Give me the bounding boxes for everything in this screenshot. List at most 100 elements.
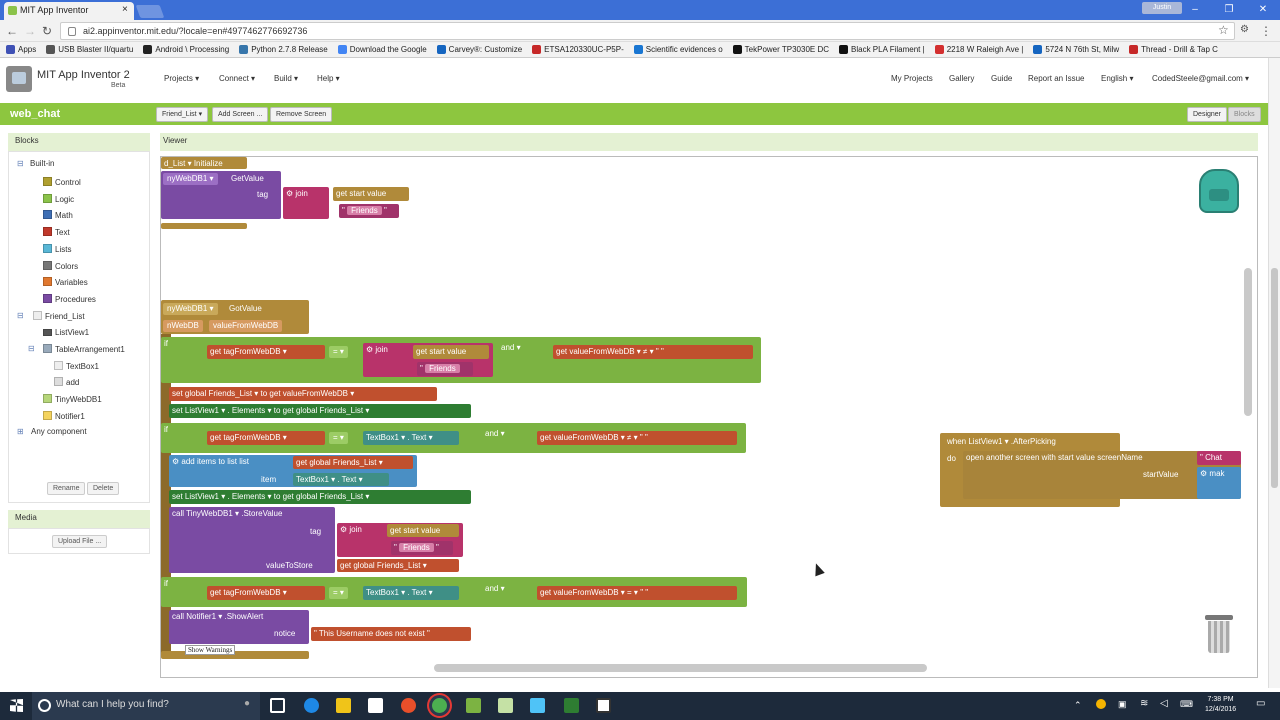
page-scrollbar[interactable]: [1268, 58, 1280, 688]
category-lists[interactable]: Lists: [43, 243, 71, 254]
get-value-block-3[interactable]: get valueFromWebDB ▾ = ▾ " ": [537, 586, 737, 600]
tree-notifier[interactable]: Notifier1: [43, 411, 85, 421]
bookmark-item[interactable]: Black PLA Filament |: [839, 42, 925, 57]
neq-operator-1[interactable]: ≠ ▾: [643, 347, 654, 356]
tree-listview[interactable]: ListView1: [43, 328, 89, 337]
new-tab-button[interactable]: [135, 5, 165, 18]
bookmark-star-icon[interactable]: ☆: [1218, 23, 1229, 37]
bookmark-item[interactable]: TekPower TP3030E DC: [732, 42, 829, 57]
add-items-gear-icon[interactable]: ⚙: [172, 457, 180, 466]
empty-text-1[interactable]: " ": [655, 347, 664, 356]
app-icon-4[interactable]: [596, 698, 611, 713]
close-window-icon[interactable]: ✕: [1258, 4, 1268, 15]
backpack-icon[interactable]: [1199, 169, 1239, 213]
bookmark-item[interactable]: ETSA120330UC-P5P-: [532, 42, 624, 57]
text-not-exist-block[interactable]: " This Username does not exist ": [311, 627, 471, 641]
join-gear-icon-3[interactable]: ⚙: [340, 525, 348, 534]
category-logic[interactable]: Logic: [43, 193, 74, 204]
join-block[interactable]: ⚙ join: [283, 187, 329, 219]
chat-text[interactable]: Chat: [1205, 453, 1222, 462]
tree-add[interactable]: add: [54, 377, 79, 387]
open-screen-block[interactable]: open another screen with start value scr…: [963, 451, 1241, 499]
collapse-table-icon[interactable]: ⊟: [28, 344, 35, 353]
volume-icon[interactable]: ◁: [1160, 698, 1168, 709]
and-operator-1[interactable]: and ▾: [501, 343, 521, 352]
get-value-block-2[interactable]: get valueFromWebDB ▾ ≠ ▾ " ": [537, 431, 737, 445]
bookmark-item[interactable]: Carvey®: Customize: [436, 42, 522, 57]
close-tab-icon[interactable]: ×: [122, 4, 128, 15]
friends-text-3[interactable]: Friends: [399, 543, 434, 552]
call-showalert-block[interactable]: call Notifier1 ▾ .ShowAlert: [169, 610, 309, 644]
textbox-text-block-2[interactable]: TextBox1 ▾ . Text ▾: [293, 473, 389, 486]
set-listview-block-1[interactable]: set ListView1 ▾ . Elements ▾ to get glob…: [169, 404, 471, 418]
bookmark-item[interactable]: Android \ Processing: [143, 42, 229, 57]
empty-text-3[interactable]: " ": [640, 588, 649, 597]
text-friends-block[interactable]: " Friends ": [339, 204, 399, 218]
join-gear-icon[interactable]: ⚙: [286, 189, 294, 198]
category-text[interactable]: Text: [43, 227, 70, 237]
empty-text-2[interactable]: " ": [639, 433, 648, 442]
blocks-button[interactable]: Blocks: [1228, 107, 1261, 122]
bookmark-item[interactable]: Download the Google: [337, 42, 427, 57]
tree-tinydb[interactable]: TinyWebDB1: [43, 394, 102, 404]
chrome-icon[interactable]: [432, 698, 447, 713]
trash-can-icon[interactable]: [1205, 615, 1233, 655]
firefox-icon[interactable]: [401, 698, 416, 713]
menu-build[interactable]: Build ▾: [274, 74, 299, 83]
collapse-screen-icon[interactable]: ⊟: [17, 311, 24, 320]
bookmark-item[interactable]: Python 2.7.8 Release: [239, 42, 328, 57]
text-friends-block-3[interactable]: " Friends ": [391, 541, 453, 555]
call-storevalue-block[interactable]: call TinyWebDB1 ▾ .StoreValue: [169, 507, 335, 573]
gotvalue-component[interactable]: nyWebDB1 ▾: [163, 303, 218, 315]
bookmark-item[interactable]: 2218 W Raleigh Ave |: [934, 42, 1023, 57]
friends-text[interactable]: Friends: [347, 206, 382, 215]
chrome-menu-icon[interactable]: ⋮: [1260, 24, 1272, 38]
expand-any-component-icon[interactable]: ⊞: [17, 427, 24, 436]
tree-table[interactable]: TableArrangement1: [43, 344, 125, 354]
bookmark-item[interactable]: 5724 N 76th St, Milw: [1033, 42, 1119, 57]
workspace-horizontal-scrollbar[interactable]: [434, 664, 927, 672]
page-info-icon[interactable]: [68, 27, 76, 36]
get-start-value-block-3[interactable]: get start value: [387, 524, 459, 537]
tree-any-component[interactable]: Any component: [31, 427, 87, 436]
eq-operator-2[interactable]: = ▾: [329, 432, 348, 444]
text-friends-block-2[interactable]: " Friends: [417, 362, 473, 376]
tree-textbox[interactable]: TextBox1: [54, 361, 99, 371]
set-lv-value-1[interactable]: get global Friends_List ▾: [282, 406, 370, 415]
rename-button[interactable]: Rename: [47, 482, 86, 495]
show-warnings-button[interactable]: Show Warnings: [185, 645, 236, 655]
account-menu[interactable]: CodedSteele@gmail.com ▾: [1152, 74, 1250, 83]
screen-select[interactable]: Friend_List ▾: [156, 107, 209, 122]
get-tag-block-1[interactable]: get tagFromWebDB ▾: [207, 345, 325, 359]
make-list-gear-icon[interactable]: ⚙: [1200, 469, 1208, 478]
windows-start-icon[interactable]: [10, 699, 23, 712]
task-view-icon[interactable]: [270, 698, 285, 713]
my-projects-link[interactable]: My Projects: [891, 74, 933, 83]
bookmark-item[interactable]: Scientific evidences o: [633, 42, 723, 57]
and-operator-2[interactable]: and ▾: [485, 429, 505, 438]
forward-icon[interactable]: →: [24, 24, 36, 38]
cortana-search-box[interactable]: What can I help you find? ●: [32, 692, 260, 720]
tree-builtin[interactable]: Built-in: [30, 159, 55, 168]
getvalue-component[interactable]: nyWebDB1 ▾: [163, 173, 218, 185]
url-input[interactable]: ai2.appinventor.mit.edu/?locale=en#49774…: [60, 22, 1235, 40]
category-colors[interactable]: Colors: [43, 260, 78, 271]
guide-link[interactable]: Guide: [991, 74, 1013, 83]
friends-text-2[interactable]: Friends: [425, 364, 460, 373]
clock[interactable]: 7:38 PM 12/4/2016: [1205, 695, 1236, 715]
get-start-value-block-2[interactable]: get start value: [413, 345, 489, 359]
tray-app-icon-2[interactable]: ▣: [1118, 699, 1127, 709]
maximize-icon[interactable]: ❐: [1224, 4, 1234, 15]
get-value-block-1[interactable]: get valueFromWebDB ▾ ≠ ▾ " ": [553, 345, 753, 359]
bookmark-item[interactable]: Thread - Drill & Tap C: [1129, 42, 1218, 57]
menu-help[interactable]: Help ▾: [317, 74, 340, 83]
get-start-value-block[interactable]: get start value: [333, 187, 409, 201]
eq-operator-3[interactable]: = ▾: [329, 587, 348, 599]
excel-icon[interactable]: [564, 698, 579, 713]
textbox-text-block-3[interactable]: TextBox1 ▾ . Text ▾: [363, 586, 459, 600]
back-icon[interactable]: ←: [6, 24, 18, 38]
app-inventor-logo-icon[interactable]: [6, 66, 32, 92]
minimize-icon[interactable]: –: [1192, 4, 1198, 15]
menu-connect[interactable]: Connect ▾: [219, 74, 256, 83]
join-gear-icon-2[interactable]: ⚙: [366, 345, 374, 354]
